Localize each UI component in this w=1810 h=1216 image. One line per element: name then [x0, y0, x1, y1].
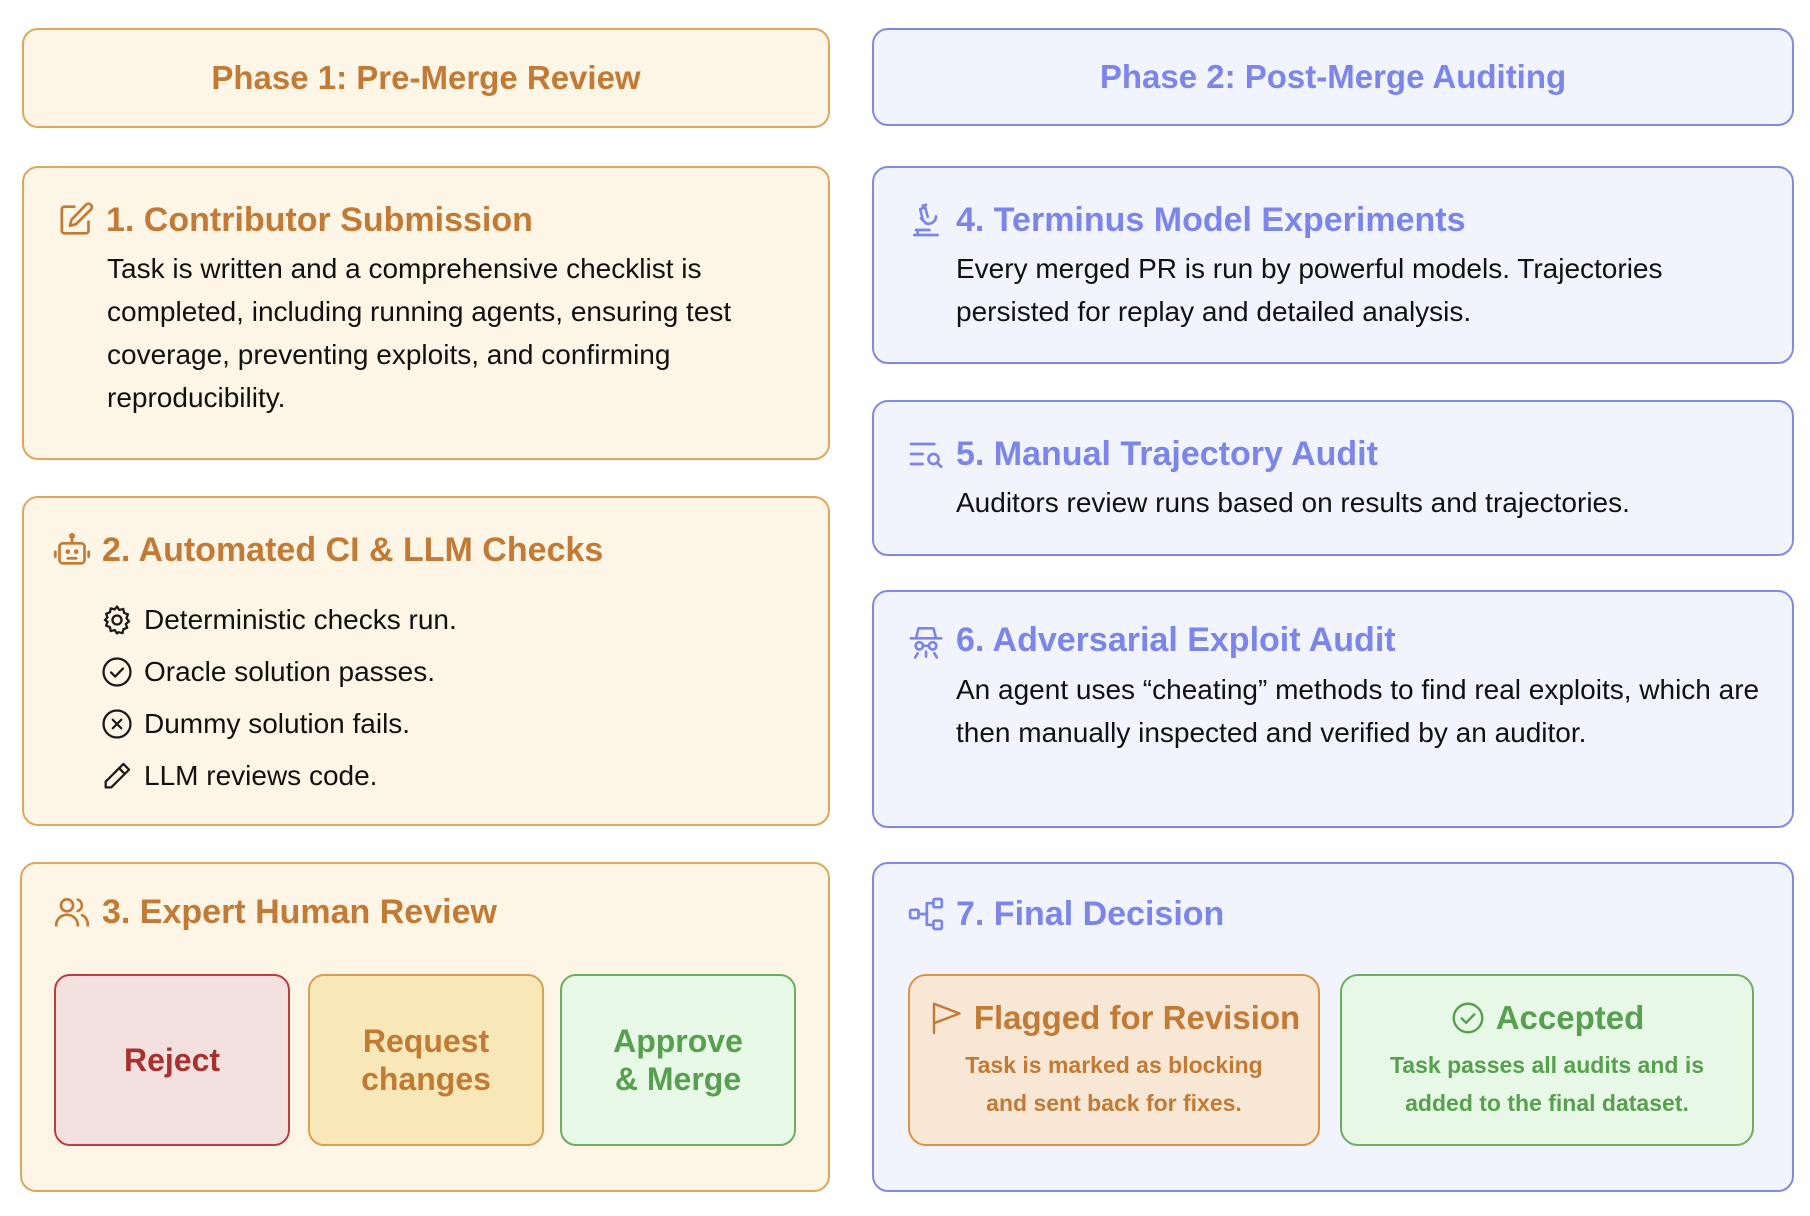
phase2-header: Phase 2: Post-Merge Auditing — [872, 28, 1794, 126]
check-label: Deterministic checks run. — [144, 604, 457, 635]
accepted-desc-line1: Task passes all audits and is — [1389, 1052, 1705, 1078]
check-circle-icon — [100, 655, 134, 689]
flagged-title: Flagged for Revision — [973, 999, 1301, 1036]
phase2-title: Phase 2: Post-Merge Auditing — [1099, 58, 1567, 95]
gear-icon — [100, 603, 134, 637]
pencil-icon — [100, 759, 134, 793]
check-label: LLM reviews code. — [144, 760, 378, 791]
step6-title: 6. Adversarial Exploit Audit — [956, 620, 1396, 659]
phase1-title: Phase 1: Pre-Merge Review — [211, 59, 641, 96]
list-search-icon — [906, 434, 946, 474]
list-item: LLM reviews code. — [100, 750, 457, 802]
request-changes-option: Request changes — [308, 974, 544, 1146]
flagged-desc-line2: and sent back for fixes. — [986, 1090, 1242, 1116]
flagged-desc-line1: Task is marked as blocking — [965, 1052, 1263, 1078]
step6-description: An agent uses “cheating” methods to find… — [956, 674, 1760, 748]
step4-title: 4. Terminus Model Experiments — [956, 200, 1466, 239]
check-label: Oracle solution passes. — [144, 656, 436, 687]
check-label: Dummy solution fails. — [144, 708, 411, 739]
step6-card: 6. Adversarial Exploit Audit An agent us… — [872, 590, 1794, 828]
spy-icon — [906, 620, 946, 660]
step4-card: 4. Terminus Model Experiments Every merg… — [872, 166, 1794, 364]
accepted-desc-line2: added to the final dataset. — [1405, 1090, 1689, 1116]
step1-title: 1. Contributor Submission — [106, 200, 533, 239]
approve-label-line2: & Merge — [614, 1061, 742, 1097]
list-item: Oracle solution passes. — [100, 646, 457, 698]
check-circle-icon — [1450, 1000, 1486, 1036]
request-label-line1: Request — [362, 1023, 490, 1059]
reject-option: Reject — [54, 974, 290, 1146]
robot-icon — [52, 530, 92, 570]
step5-description: Auditors review runs based on results an… — [956, 487, 1630, 518]
x-circle-icon — [100, 707, 134, 741]
workflow-icon — [906, 894, 946, 934]
approve-merge-option: Approve & Merge — [560, 974, 796, 1146]
phase1-header: Phase 1: Pre-Merge Review — [22, 28, 830, 128]
approve-label-line1: Approve — [613, 1023, 743, 1059]
step4-description: Every merged PR is run by powerful model… — [956, 253, 1663, 327]
step3-title: 3. Expert Human Review — [102, 892, 497, 931]
list-item: Deterministic checks run. — [100, 594, 457, 646]
request-label-line2: changes — [361, 1061, 491, 1097]
step5-title: 5. Manual Trajectory Audit — [956, 434, 1378, 473]
accepted-title: Accepted — [1495, 999, 1645, 1036]
accepted-outcome: Accepted Task passes all audits and is a… — [1340, 974, 1754, 1146]
ci-checks-list: Deterministic checks run. Oracle solutio… — [100, 594, 457, 802]
step7-title: 7. Final Decision — [956, 894, 1225, 933]
step5-card: 5. Manual Trajectory Audit Auditors revi… — [872, 400, 1794, 556]
step1-card: 1. Contributor Submission Task is writte… — [22, 166, 830, 460]
step7-card: 7. Final Decision Flagged for Revision T… — [872, 862, 1794, 1192]
users-icon — [52, 892, 92, 932]
reject-label: Reject — [123, 1042, 221, 1078]
step3-card: 3. Expert Human Review Reject Request ch… — [20, 862, 830, 1192]
step1-description: Task is written and a comprehensive chec… — [107, 253, 732, 413]
edit-icon — [56, 200, 96, 240]
list-item: Dummy solution fails. — [100, 698, 457, 750]
flagged-for-revision-outcome: Flagged for Revision Task is marked as b… — [908, 974, 1320, 1146]
step2-card: 2. Automated CI & LLM Checks Determinist… — [22, 496, 830, 826]
step2-title: 2. Automated CI & LLM Checks — [102, 530, 604, 569]
microscope-icon — [906, 200, 946, 240]
flag-icon — [928, 1000, 964, 1036]
